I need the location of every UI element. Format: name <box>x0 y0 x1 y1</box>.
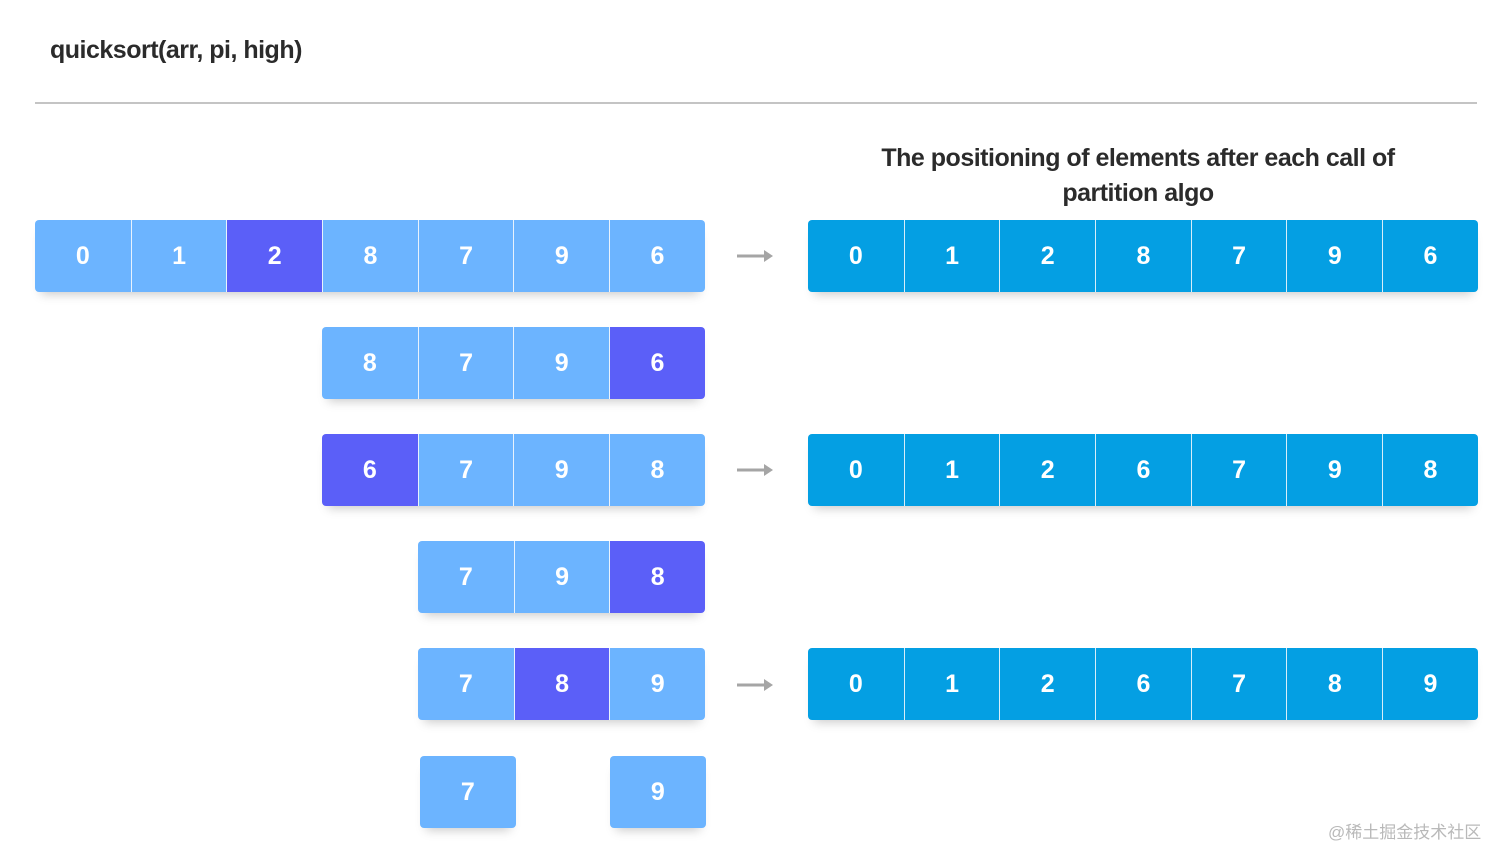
array-cell: 0 <box>808 434 904 506</box>
array-cell: 9 <box>513 220 610 292</box>
array-cell: 2 <box>999 434 1096 506</box>
array-cell: 7 <box>1190 434 1287 506</box>
step-array-6: 7 <box>420 756 516 828</box>
array-cell: 8 <box>609 434 705 506</box>
divider <box>35 102 1477 104</box>
array-cell: 8 <box>322 327 418 399</box>
array-cell: 6 <box>1382 220 1478 292</box>
array-cell: 7 <box>418 541 514 613</box>
pivot-cell: 8 <box>609 541 706 613</box>
array-cell: 1 <box>903 220 1000 292</box>
watermark: @稀土掘金技术社区 <box>1328 823 1482 842</box>
array-cell: 9 <box>1286 434 1383 506</box>
array-cell: 7 <box>1190 220 1287 292</box>
array-cell: 9 <box>610 756 706 828</box>
array-cell: 1 <box>130 220 227 292</box>
step-array-7: 9 <box>610 756 706 828</box>
array-cell: 7 <box>417 434 514 506</box>
array-cell: 7 <box>1190 648 1287 720</box>
array-cell: 9 <box>513 434 610 506</box>
array-cell: 7 <box>418 648 514 720</box>
right-arrow-icon <box>737 464 773 476</box>
array-cell: 7 <box>420 756 516 828</box>
array-cell: 8 <box>322 220 418 292</box>
array-cell: 8 <box>1095 220 1191 292</box>
array-cell: 0 <box>35 220 131 292</box>
array-cell: 9 <box>513 541 610 613</box>
array-cell: 6 <box>1095 434 1191 506</box>
array-cell: 8 <box>1382 434 1478 506</box>
array-cell: 9 <box>1286 220 1383 292</box>
pivot-cell: 6 <box>322 434 418 506</box>
pivot-cell: 2 <box>226 220 323 292</box>
array-cell: 2 <box>999 220 1096 292</box>
array-cell: 6 <box>1095 648 1191 720</box>
right-arrow-icon <box>737 250 773 262</box>
array-cell: 9 <box>1382 648 1478 720</box>
array-cell: 8 <box>1286 648 1383 720</box>
result-heading: The positioning of elements after each c… <box>881 144 1395 207</box>
array-cell: 0 <box>808 648 904 720</box>
array-cell: 9 <box>609 648 706 720</box>
array-cell: 1 <box>903 648 1000 720</box>
page-title: quicksort(arr, pi, high) <box>50 36 302 64</box>
array-cell: 7 <box>417 327 514 399</box>
array-cell: 9 <box>513 327 610 399</box>
right-arrow-icon <box>737 679 773 691</box>
array-cell: 7 <box>417 220 514 292</box>
array-cell: 0 <box>808 220 904 292</box>
pivot-cell: 6 <box>609 327 705 399</box>
pivot-cell: 8 <box>513 648 610 720</box>
array-cell: 2 <box>999 648 1096 720</box>
array-cell: 1 <box>903 434 1000 506</box>
array-cell: 6 <box>609 220 705 292</box>
